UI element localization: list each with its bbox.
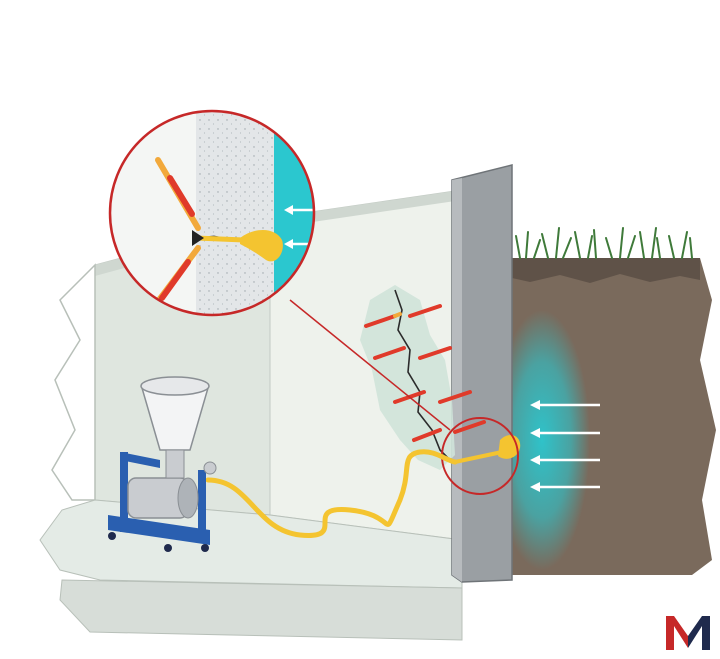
crack <box>394 289 453 463</box>
injection-hose <box>205 449 458 538</box>
grass <box>515 227 693 259</box>
arrow-icon <box>530 482 600 492</box>
arrow-icon <box>530 400 600 410</box>
callout-leader <box>289 299 451 431</box>
brand-logo <box>664 612 712 652</box>
packer <box>408 304 442 318</box>
packer <box>412 428 442 442</box>
water-pressure-arrows <box>530 400 600 492</box>
wall-section <box>451 164 513 583</box>
packer <box>438 390 472 404</box>
arrow-icon <box>284 239 314 249</box>
damp-patch <box>360 285 455 470</box>
arrow-icon <box>530 455 600 465</box>
packer <box>418 346 452 360</box>
packer <box>364 312 402 328</box>
arrow-icon <box>284 205 314 215</box>
packer <box>453 420 486 434</box>
injection-resin-line <box>454 450 503 464</box>
packer <box>373 346 406 360</box>
arrow-icon <box>530 428 600 438</box>
injection-pump <box>108 376 217 552</box>
water-ingress <box>494 310 590 570</box>
